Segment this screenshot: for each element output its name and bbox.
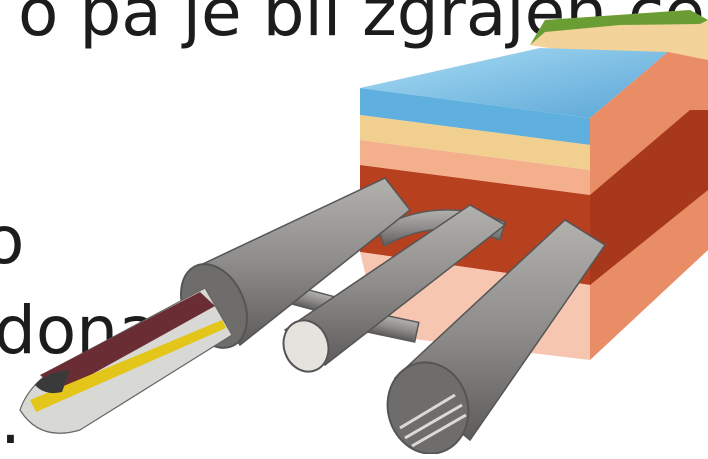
train	[20, 288, 232, 433]
